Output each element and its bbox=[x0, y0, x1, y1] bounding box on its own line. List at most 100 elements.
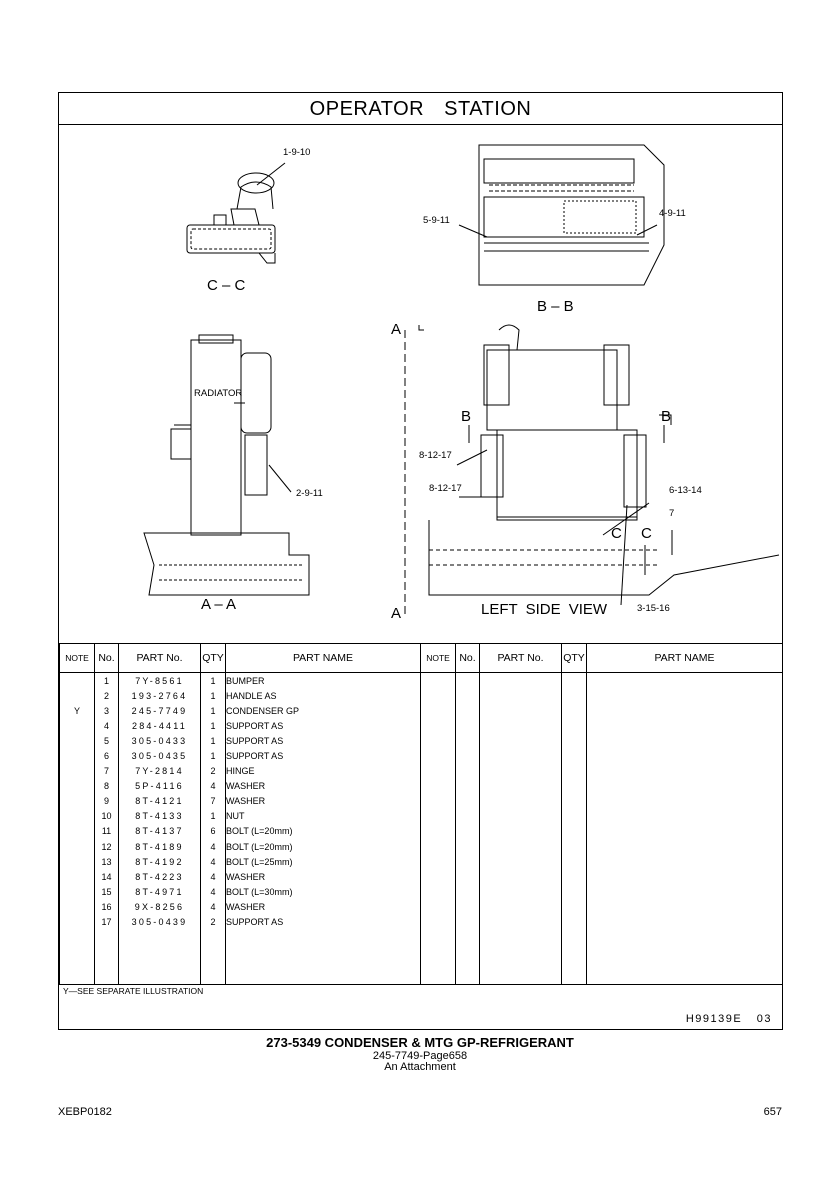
row-part-name: BOLT (L=20mm) bbox=[225, 823, 421, 840]
empty-cell bbox=[561, 778, 587, 794]
row-number: 17 bbox=[94, 914, 119, 930]
row-quantity: 4 bbox=[200, 899, 226, 915]
row-part-number: 8T-4137 bbox=[118, 823, 201, 840]
row-quantity: 2 bbox=[200, 763, 226, 779]
empty-cell bbox=[420, 839, 456, 855]
empty-cell bbox=[561, 869, 587, 885]
row-part-name: SUPPORT AS bbox=[225, 733, 421, 749]
empty-cell bbox=[225, 929, 421, 985]
parts-illustration: 1-9-10 5-9-11 4-9-11 RADIATOR 2-9-11 8-1… bbox=[59, 125, 782, 643]
empty-cell bbox=[586, 869, 783, 885]
row-quantity: 1 bbox=[200, 733, 226, 749]
empty-cell bbox=[479, 703, 562, 719]
empty-cell bbox=[420, 808, 456, 824]
row-part-number: 8T-4223 bbox=[118, 869, 201, 885]
empty-cell bbox=[420, 672, 456, 689]
row-note bbox=[59, 869, 95, 885]
section-label-bb: B – B bbox=[537, 298, 574, 315]
callout-3-15-16: 3-15-16 bbox=[637, 603, 670, 614]
empty-cell bbox=[455, 808, 480, 824]
empty-cell bbox=[479, 929, 562, 985]
empty-cell bbox=[561, 703, 587, 719]
empty-cell bbox=[586, 854, 783, 870]
header-note: NOTE bbox=[59, 643, 95, 673]
empty-cell bbox=[586, 703, 783, 719]
row-part-name: WASHER bbox=[225, 793, 421, 809]
empty-cell bbox=[561, 718, 587, 734]
row-part-name: HANDLE AS bbox=[225, 688, 421, 704]
callout-5-9-11: 5-9-11 bbox=[423, 215, 450, 226]
empty-cell bbox=[455, 778, 480, 794]
footnote: Y—SEE SEPARATE ILLUSTRATION bbox=[63, 986, 204, 996]
illustration-drawing bbox=[143, 144, 780, 615]
empty-cell bbox=[420, 884, 456, 900]
header-no-right: No. bbox=[455, 643, 480, 673]
empty-cell bbox=[479, 884, 562, 900]
empty-cell bbox=[420, 823, 456, 840]
empty-cell bbox=[586, 718, 783, 734]
row-part-name: WASHER bbox=[225, 869, 421, 885]
row-number: 4 bbox=[94, 718, 119, 734]
callout-radiator: RADIATOR bbox=[194, 388, 243, 399]
row-part-name: CONDENSER GP bbox=[225, 703, 421, 719]
header-part-no: PART No. bbox=[118, 643, 201, 673]
empty-cell bbox=[561, 733, 587, 749]
empty-cell bbox=[420, 854, 456, 870]
view-cc-drawing bbox=[186, 162, 286, 264]
empty-cell bbox=[455, 929, 480, 985]
header-part-name-right: PART NAME bbox=[586, 643, 783, 673]
empty-cell bbox=[455, 854, 480, 870]
row-number: 1 bbox=[94, 672, 119, 689]
empty-cell bbox=[561, 899, 587, 915]
row-note bbox=[59, 823, 95, 840]
row-number: 15 bbox=[94, 884, 119, 900]
empty-cell bbox=[561, 793, 587, 809]
empty-cell bbox=[455, 823, 480, 840]
row-quantity: 4 bbox=[200, 778, 226, 794]
empty-cell bbox=[586, 823, 783, 840]
empty-cell bbox=[455, 839, 480, 855]
empty-cell bbox=[420, 748, 456, 764]
row-part-number: 8T-4121 bbox=[118, 793, 201, 809]
row-part-name: SUPPORT AS bbox=[225, 748, 421, 764]
empty-cell bbox=[561, 672, 587, 689]
row-number: 16 bbox=[94, 899, 119, 915]
parts-list-table: NOTE No. PART No. QTY PART NAME NOTE No.… bbox=[59, 643, 783, 985]
empty-cell bbox=[561, 884, 587, 900]
row-part-number: 284-4411 bbox=[118, 718, 201, 734]
empty-cell bbox=[420, 778, 456, 794]
header-qty: QTY bbox=[200, 643, 226, 673]
empty-cell bbox=[586, 778, 783, 794]
row-number: 5 bbox=[94, 733, 119, 749]
row-part-name: SUPPORT AS bbox=[225, 718, 421, 734]
callout-2-9-11: 2-9-11 bbox=[296, 488, 323, 499]
row-part-number: 8T-4189 bbox=[118, 839, 201, 855]
header-qty-right: QTY bbox=[561, 643, 587, 673]
empty-cell bbox=[586, 748, 783, 764]
row-number: 6 bbox=[94, 748, 119, 764]
empty-cell bbox=[118, 929, 201, 985]
row-number: 12 bbox=[94, 839, 119, 855]
callout-6-13-14: 6-13-14 bbox=[669, 485, 702, 496]
empty-cell bbox=[479, 718, 562, 734]
section-marker-a-top: A bbox=[391, 321, 402, 338]
empty-cell bbox=[561, 914, 587, 930]
empty-cell bbox=[420, 914, 456, 930]
empty-cell bbox=[586, 808, 783, 824]
empty-cell bbox=[561, 823, 587, 840]
row-number: 14 bbox=[94, 869, 119, 885]
table-header-row: NOTE No. PART No. QTY PART NAME NOTE No.… bbox=[59, 643, 783, 673]
row-number: 10 bbox=[94, 808, 119, 824]
callout-4-9-11: 4-9-11 bbox=[659, 208, 686, 219]
empty-cell bbox=[455, 733, 480, 749]
empty-cell bbox=[479, 823, 562, 840]
parts-sheet-frame: OPERATOR STATION bbox=[58, 92, 783, 1030]
row-quantity: 2 bbox=[200, 914, 226, 930]
row-note bbox=[59, 808, 95, 824]
